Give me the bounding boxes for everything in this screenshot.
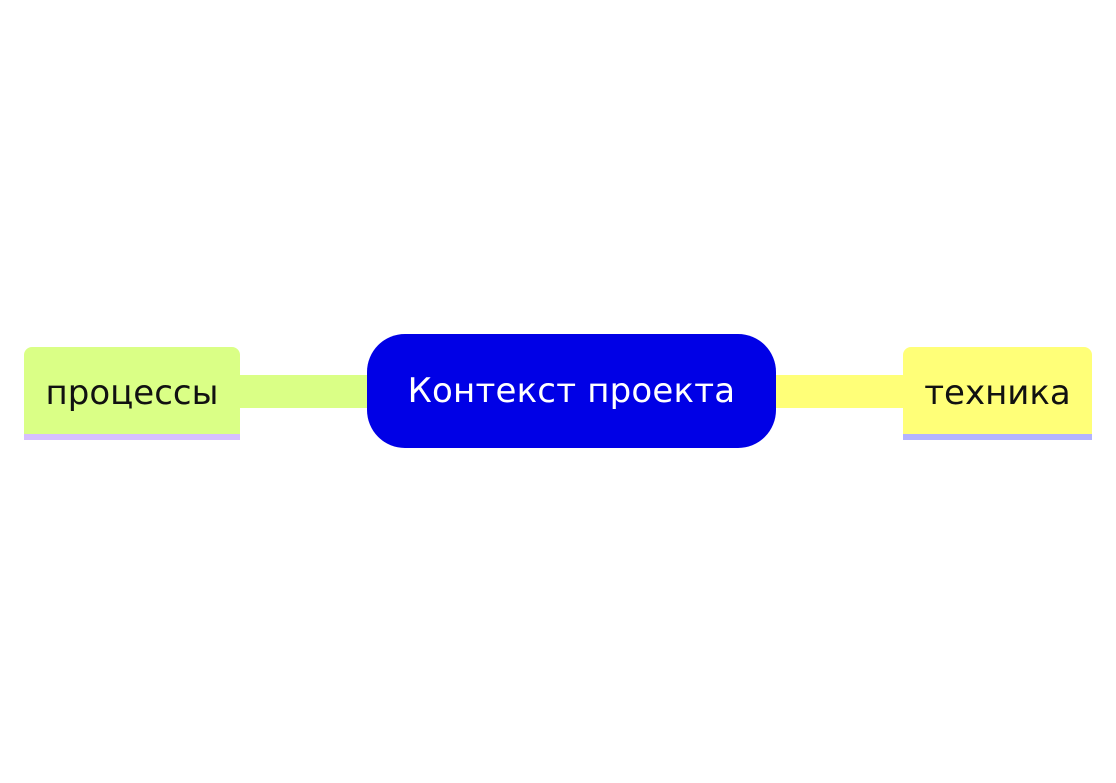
branch-node-processes[interactable]: процессы <box>24 347 240 440</box>
central-node-label: Контекст проекта <box>407 371 736 411</box>
central-node[interactable]: Контекст проекта <box>367 334 776 448</box>
branch-node-label: процессы <box>45 372 219 413</box>
connector-left <box>238 375 372 408</box>
branch-node-technology[interactable]: техника <box>903 347 1092 440</box>
branch-node-label: техника <box>924 372 1071 413</box>
branch-node-underline <box>24 434 240 440</box>
branch-node-underline <box>903 434 1092 440</box>
connector-right <box>772 375 906 408</box>
